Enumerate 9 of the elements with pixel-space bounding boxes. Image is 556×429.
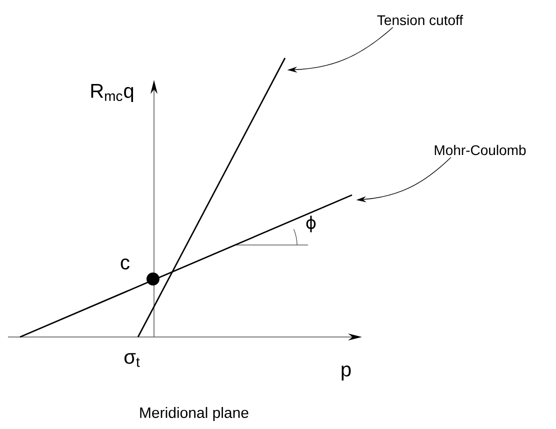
failure-line	[20, 194, 352, 338]
angle-label: ϕ	[306, 216, 316, 232]
caption: Meridional plane	[140, 407, 248, 421]
failure-line	[137, 58, 286, 338]
point-label: c	[120, 258, 130, 270]
point-label: σ$_{t}$	[124, 353, 140, 367]
line-label: Mohr-Coulomb	[434, 144, 526, 156]
line-label: Tension cutoff	[377, 14, 464, 26]
axis-label: p	[342, 366, 351, 380]
